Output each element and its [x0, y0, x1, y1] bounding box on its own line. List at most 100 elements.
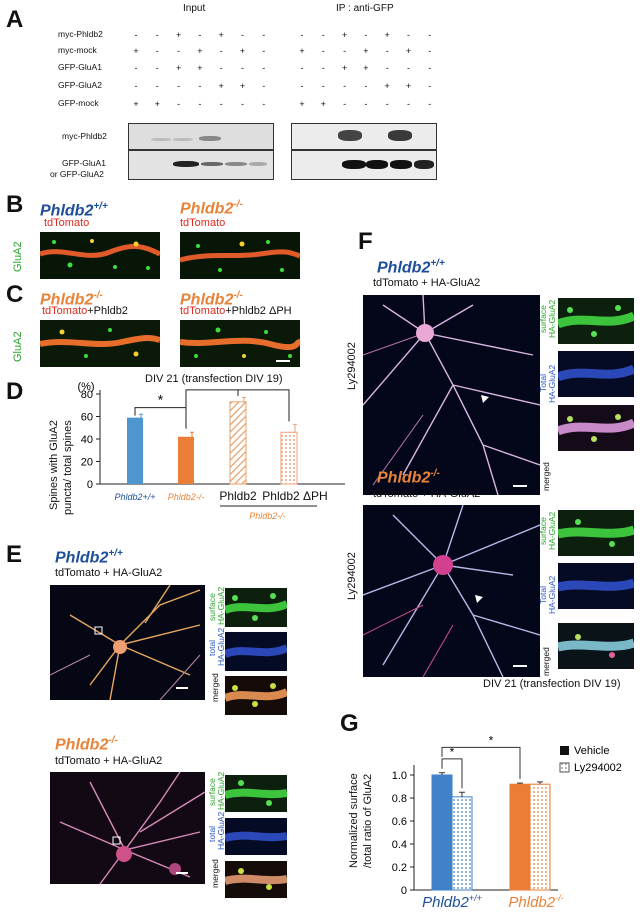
sign-cell: +	[299, 99, 305, 109]
d-y-tick-label: 20	[81, 457, 93, 469]
input-header: Input	[183, 3, 206, 14]
sign-cell: -	[428, 46, 432, 56]
sign-cell: +	[218, 81, 224, 91]
sign-cell: +	[197, 63, 203, 73]
f-top-merged: merged	[541, 462, 551, 491]
blot-input-gfp	[128, 150, 274, 180]
sign-cell: -	[155, 46, 159, 56]
d-x-tick-label: Phldb2 ΔPH	[262, 489, 327, 503]
sign-cell: -	[262, 99, 266, 109]
e-top-merged: merged	[210, 673, 220, 702]
f-bottom-merged-image	[558, 623, 634, 669]
sign-cell: +	[384, 30, 390, 40]
f-bottom-total-2: HA-GluA2	[547, 575, 557, 614]
sign-cell: +	[320, 99, 326, 109]
c-left-micrograph	[40, 320, 160, 367]
g-sig-label-1: *	[450, 745, 455, 759]
sign-cell: -	[262, 30, 266, 40]
sign-cell: +	[175, 30, 182, 40]
d-bar	[229, 401, 247, 485]
g-y-tick-label: 0.2	[392, 862, 407, 874]
sign-cell: -	[241, 99, 244, 109]
ip-header: IP : anti-GFP	[336, 3, 394, 14]
sign-cell: -	[198, 99, 202, 109]
sign-cell: -	[134, 63, 138, 73]
sign-cell: -	[241, 63, 244, 73]
sign-cell: -	[241, 30, 244, 40]
sign-cell: -	[343, 99, 347, 109]
d-y-tick-label: 60	[81, 412, 93, 424]
sign-cell: +	[405, 81, 412, 91]
sign-cell: +	[197, 46, 203, 56]
d-y-tick-label: 0	[87, 479, 93, 491]
g-bar	[451, 796, 473, 891]
sign-cell: -	[343, 46, 347, 56]
sign-cell: -	[407, 99, 410, 109]
sign-cell: -	[155, 63, 159, 73]
d-bar	[127, 417, 143, 484]
sign-cell: -	[407, 30, 410, 40]
chart-g: 00.20.40.60.81.0**Phldb2+/+Phldb2-/-Vehi…	[392, 733, 622, 911]
f-bottom-neuron	[363, 505, 540, 677]
g-legend-swatch-ly	[559, 762, 570, 773]
sign-cell: -	[428, 81, 432, 91]
f-bottom-side-label: Ly294002	[346, 552, 358, 600]
sign-cell: -	[428, 30, 432, 40]
b-side-label: GluA2	[12, 241, 24, 272]
sign-cell: -	[364, 99, 368, 109]
row-label-0: myc-Phldb2	[58, 29, 103, 39]
blot-label-gfp-2: or GFP-GluA2	[50, 169, 104, 179]
sign-cell: +	[218, 30, 224, 40]
b-right-tdtomato: tdTomato	[180, 217, 226, 229]
f-top-genotype: Phldb2+/+	[377, 258, 445, 277]
c-right-label: tdTomato+Phldb2 ΔPH	[180, 305, 292, 317]
sign-cell: -	[300, 63, 304, 73]
f-top-surface-2: HA-GluA2	[547, 299, 557, 338]
sign-cell: -	[385, 46, 389, 56]
sign-cell: -	[134, 81, 138, 91]
sign-cell: -	[134, 30, 138, 40]
sign-cell: -	[262, 46, 266, 56]
d-sig-label-1: *	[158, 392, 164, 408]
sign-cell: -	[364, 81, 368, 91]
panel-a-letter: A	[6, 6, 24, 33]
sign-cell: -	[321, 46, 325, 56]
sign-cell: -	[428, 99, 432, 109]
g-y-tick-label: 0.4	[392, 839, 407, 851]
e-bottom-neuron	[50, 772, 205, 884]
blot-ip-gfp	[291, 150, 437, 180]
d-group-label: Phldb2-/-	[249, 511, 286, 521]
g-bar	[509, 783, 531, 891]
e-top-sub: tdTomato + HA-GluA2	[55, 567, 163, 579]
g-sig-label-2: *	[489, 733, 494, 747]
sign-cell: +	[299, 46, 305, 56]
f-top-surface-image	[558, 298, 634, 344]
e-bottom-total-image	[225, 818, 287, 855]
sign-cell: +	[405, 46, 412, 56]
e-top-genotype: Phldb2+/+	[55, 548, 123, 567]
d-bar	[280, 431, 298, 485]
e-bottom-sub: tdTomato + HA-GluA2	[55, 755, 163, 767]
e-bottom-surface-image	[225, 775, 287, 812]
panel-c-letter: C	[6, 281, 24, 308]
g-ylabel-1: Normalized surface	[348, 773, 360, 868]
sign-cell: +	[175, 63, 182, 73]
g-legend-label-vehicle: Vehicle	[574, 745, 609, 757]
g-sig-bracket-1	[441, 758, 463, 789]
row-label-2: GFP-GluA1	[58, 62, 102, 72]
sign-cell: -	[321, 63, 325, 73]
b-right-micrograph	[180, 232, 300, 279]
b-left-genotype: Phldb2+/+	[40, 201, 108, 220]
sign-cell: -	[177, 81, 181, 91]
e-top-neuron	[50, 585, 205, 700]
d-y-tick-label: 40	[81, 434, 93, 446]
row-label-1: myc-mock	[58, 45, 97, 55]
e-top-merged-image	[225, 676, 287, 715]
row-label-3: GFP-GluA2	[58, 80, 102, 90]
panel-f-letter: F	[358, 228, 373, 255]
sign-cell: -	[198, 81, 202, 91]
d-x-tick-label: Phldb2-/-	[168, 492, 205, 502]
sign-cell: +	[363, 63, 369, 73]
g-bar	[529, 783, 551, 891]
e-bottom-merged-image	[225, 861, 287, 898]
